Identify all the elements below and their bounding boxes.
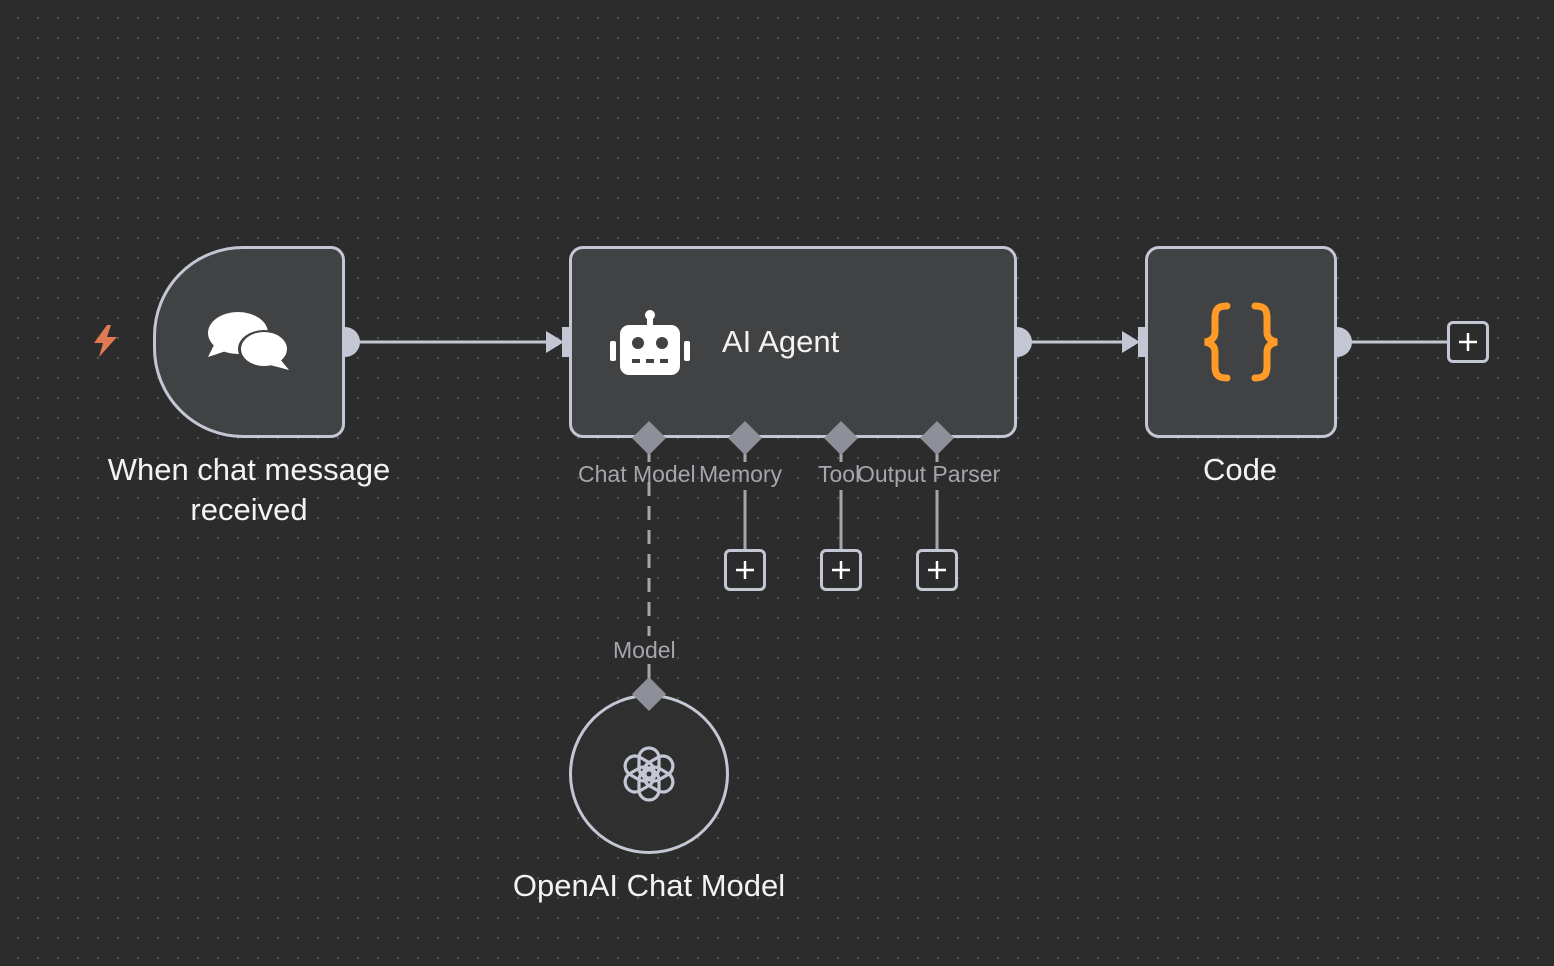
- openai-node-label: OpenAI Chat Model: [512, 868, 786, 903]
- robot-icon: [610, 310, 690, 375]
- node-ai-agent[interactable]: AI Agent: [569, 246, 1017, 438]
- openai-model-output-handle[interactable]: [631, 676, 667, 712]
- output-parser-handle-label: Output Parser: [857, 461, 1001, 487]
- plus-icon: [928, 561, 946, 579]
- memory-handle[interactable]: [727, 420, 763, 456]
- trigger-node-label: When chat message received: [107, 452, 391, 527]
- code-node-label: Code: [1202, 452, 1278, 487]
- lightning-bolt-icon: [94, 325, 117, 357]
- chat-bubbles-icon: [208, 312, 290, 370]
- plus-icon: [1459, 333, 1477, 351]
- openai-logo-icon: [623, 746, 675, 802]
- plus-icon: [832, 561, 850, 579]
- model-handle-label: Model: [613, 636, 676, 664]
- plus-icon: [736, 561, 754, 579]
- agent-node-title: AI Agent: [722, 324, 840, 359]
- tool-handle[interactable]: [823, 420, 859, 456]
- add-node-button[interactable]: [1447, 321, 1489, 363]
- node-openai-chat-model[interactable]: [569, 694, 729, 854]
- chat-model-handle-label: Chat Model: [578, 461, 696, 487]
- node-chat-trigger[interactable]: [153, 246, 345, 438]
- arrowhead-agent-input: [546, 331, 564, 353]
- memory-handle-label: Memory: [699, 461, 783, 487]
- code-braces-icon: [1204, 302, 1278, 382]
- add-memory-button[interactable]: [724, 549, 766, 591]
- add-output-parser-button[interactable]: [916, 549, 958, 591]
- node-code[interactable]: [1145, 246, 1337, 438]
- chat-model-handle[interactable]: [631, 420, 667, 456]
- tool-handle-label: Tool: [818, 461, 861, 487]
- output-parser-handle[interactable]: [919, 420, 955, 456]
- add-tool-button[interactable]: [820, 549, 862, 591]
- arrowhead-code-input: [1122, 331, 1140, 353]
